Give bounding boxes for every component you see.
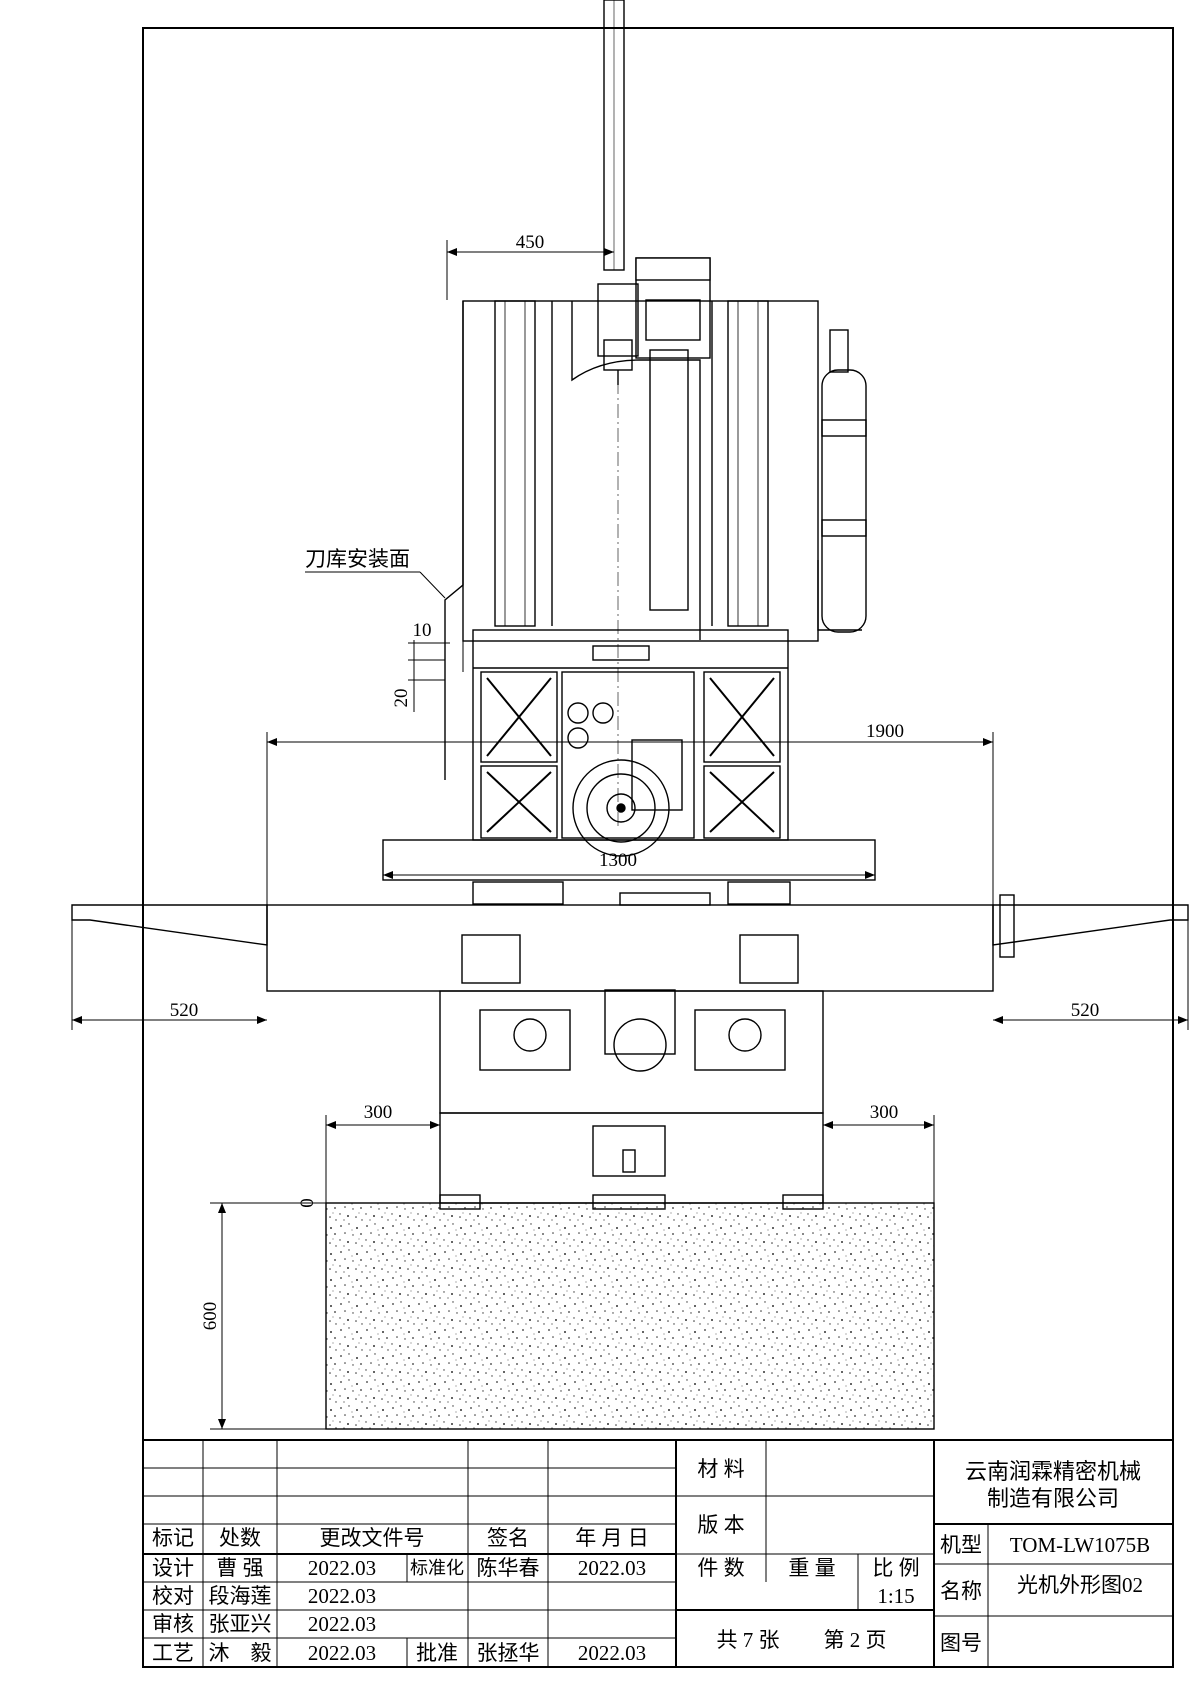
- tb-name-label: 名称: [940, 1579, 982, 1603]
- bed-base: [266, 904, 994, 992]
- dim-520-right: 520: [1071, 1000, 1100, 1021]
- tb-edition-label: 版 本: [697, 1513, 744, 1537]
- dim-1900: 1900: [866, 721, 904, 742]
- dim-20: 20: [391, 689, 412, 708]
- tb-header-change-doc: 更改文件号: [320, 1526, 425, 1550]
- tb-approve-label: 批准: [416, 1641, 458, 1665]
- annotation-tool-magazine-face: 刀库安装面: [305, 547, 410, 571]
- dim-1300: 1300: [599, 850, 637, 871]
- tb-check-label: 校对: [152, 1584, 194, 1608]
- dim-520-left: 520: [170, 1000, 199, 1021]
- tb-sheets: 共 7 张: [717, 1628, 780, 1652]
- chip-tray-right: [992, 904, 1189, 946]
- tb-pieces-label: 件 数: [697, 1556, 744, 1580]
- tb-std-name: 陈华春: [477, 1556, 540, 1580]
- tb-scale-label: 比 例: [872, 1556, 919, 1580]
- tb-process-name: 沐 毅: [209, 1641, 272, 1665]
- tb-review-label: 审核: [152, 1612, 194, 1636]
- tb-header-mark: 标记: [152, 1526, 194, 1550]
- tb-std-date: 2022.03: [578, 1556, 646, 1580]
- tb-company-line2: 制造有限公司: [987, 1486, 1119, 1511]
- tb-design-date: 2022.03: [308, 1556, 376, 1580]
- tb-header-signature: 签名: [487, 1526, 529, 1550]
- chip-tray-left: [71, 904, 268, 946]
- tb-approve-name: 张拯华: [477, 1641, 540, 1665]
- tb-weight-label: 重 量: [788, 1556, 835, 1580]
- tb-std-label: 标准化: [410, 1558, 464, 1578]
- tb-approve-date: 2022.03: [578, 1641, 646, 1665]
- dim-0: 0: [297, 1198, 318, 1208]
- tb-check-date: 2022.03: [308, 1584, 376, 1608]
- spindle-nose: [572, 759, 670, 857]
- machine-front-view: [71, 0, 1189, 1210]
- tb-model-label: 机型: [940, 1533, 982, 1557]
- tb-drawing-no-label: 图号: [940, 1631, 982, 1655]
- guide-rail-right: [727, 300, 769, 627]
- column: [462, 300, 819, 642]
- tb-review-name: 张亚兴: [209, 1612, 272, 1636]
- tb-process-date: 2022.03: [308, 1641, 376, 1665]
- guide-rail-left: [494, 300, 536, 627]
- tb-model-value: TOM-LW1075B: [1010, 1533, 1150, 1557]
- dim-450: 450: [516, 232, 545, 253]
- worktable: [382, 839, 876, 881]
- tb-material-label: 材 料: [697, 1457, 744, 1481]
- dim-600: 600: [200, 1302, 221, 1331]
- tb-header-count: 处数: [219, 1526, 261, 1550]
- dimensions: 450 刀库安装面 10 20 1900 1300 520 520: [71, 232, 1189, 1430]
- title-block: 标记 处数 更改文件号 签名 年 月 日 设计 曹 强 2022.03 标准化 …: [142, 1439, 1174, 1668]
- tb-name-value: 光机外形图02: [1017, 1573, 1143, 1597]
- tb-design-label: 设计: [152, 1556, 194, 1580]
- tool-release-cylinder: [597, 283, 639, 357]
- saddle: [472, 629, 789, 841]
- tb-design-name: 曹 强: [216, 1556, 263, 1580]
- tb-scale-value: 1:15: [877, 1584, 914, 1608]
- dim-10: 10: [413, 620, 432, 641]
- tb-review-date: 2022.03: [308, 1612, 376, 1636]
- tb-header-date: 年 月 日: [575, 1526, 649, 1550]
- tb-check-name: 段海莲: [209, 1584, 272, 1608]
- dim-300-right: 300: [870, 1102, 899, 1123]
- tb-page: 第 2 页: [824, 1628, 887, 1652]
- balance-cylinder: [821, 369, 867, 633]
- concrete-foundation: [325, 1202, 935, 1430]
- tb-process-label: 工艺: [152, 1641, 194, 1665]
- dim-300-left: 300: [364, 1102, 393, 1123]
- tb-company-line1: 云南润霖精密机械: [965, 1459, 1141, 1484]
